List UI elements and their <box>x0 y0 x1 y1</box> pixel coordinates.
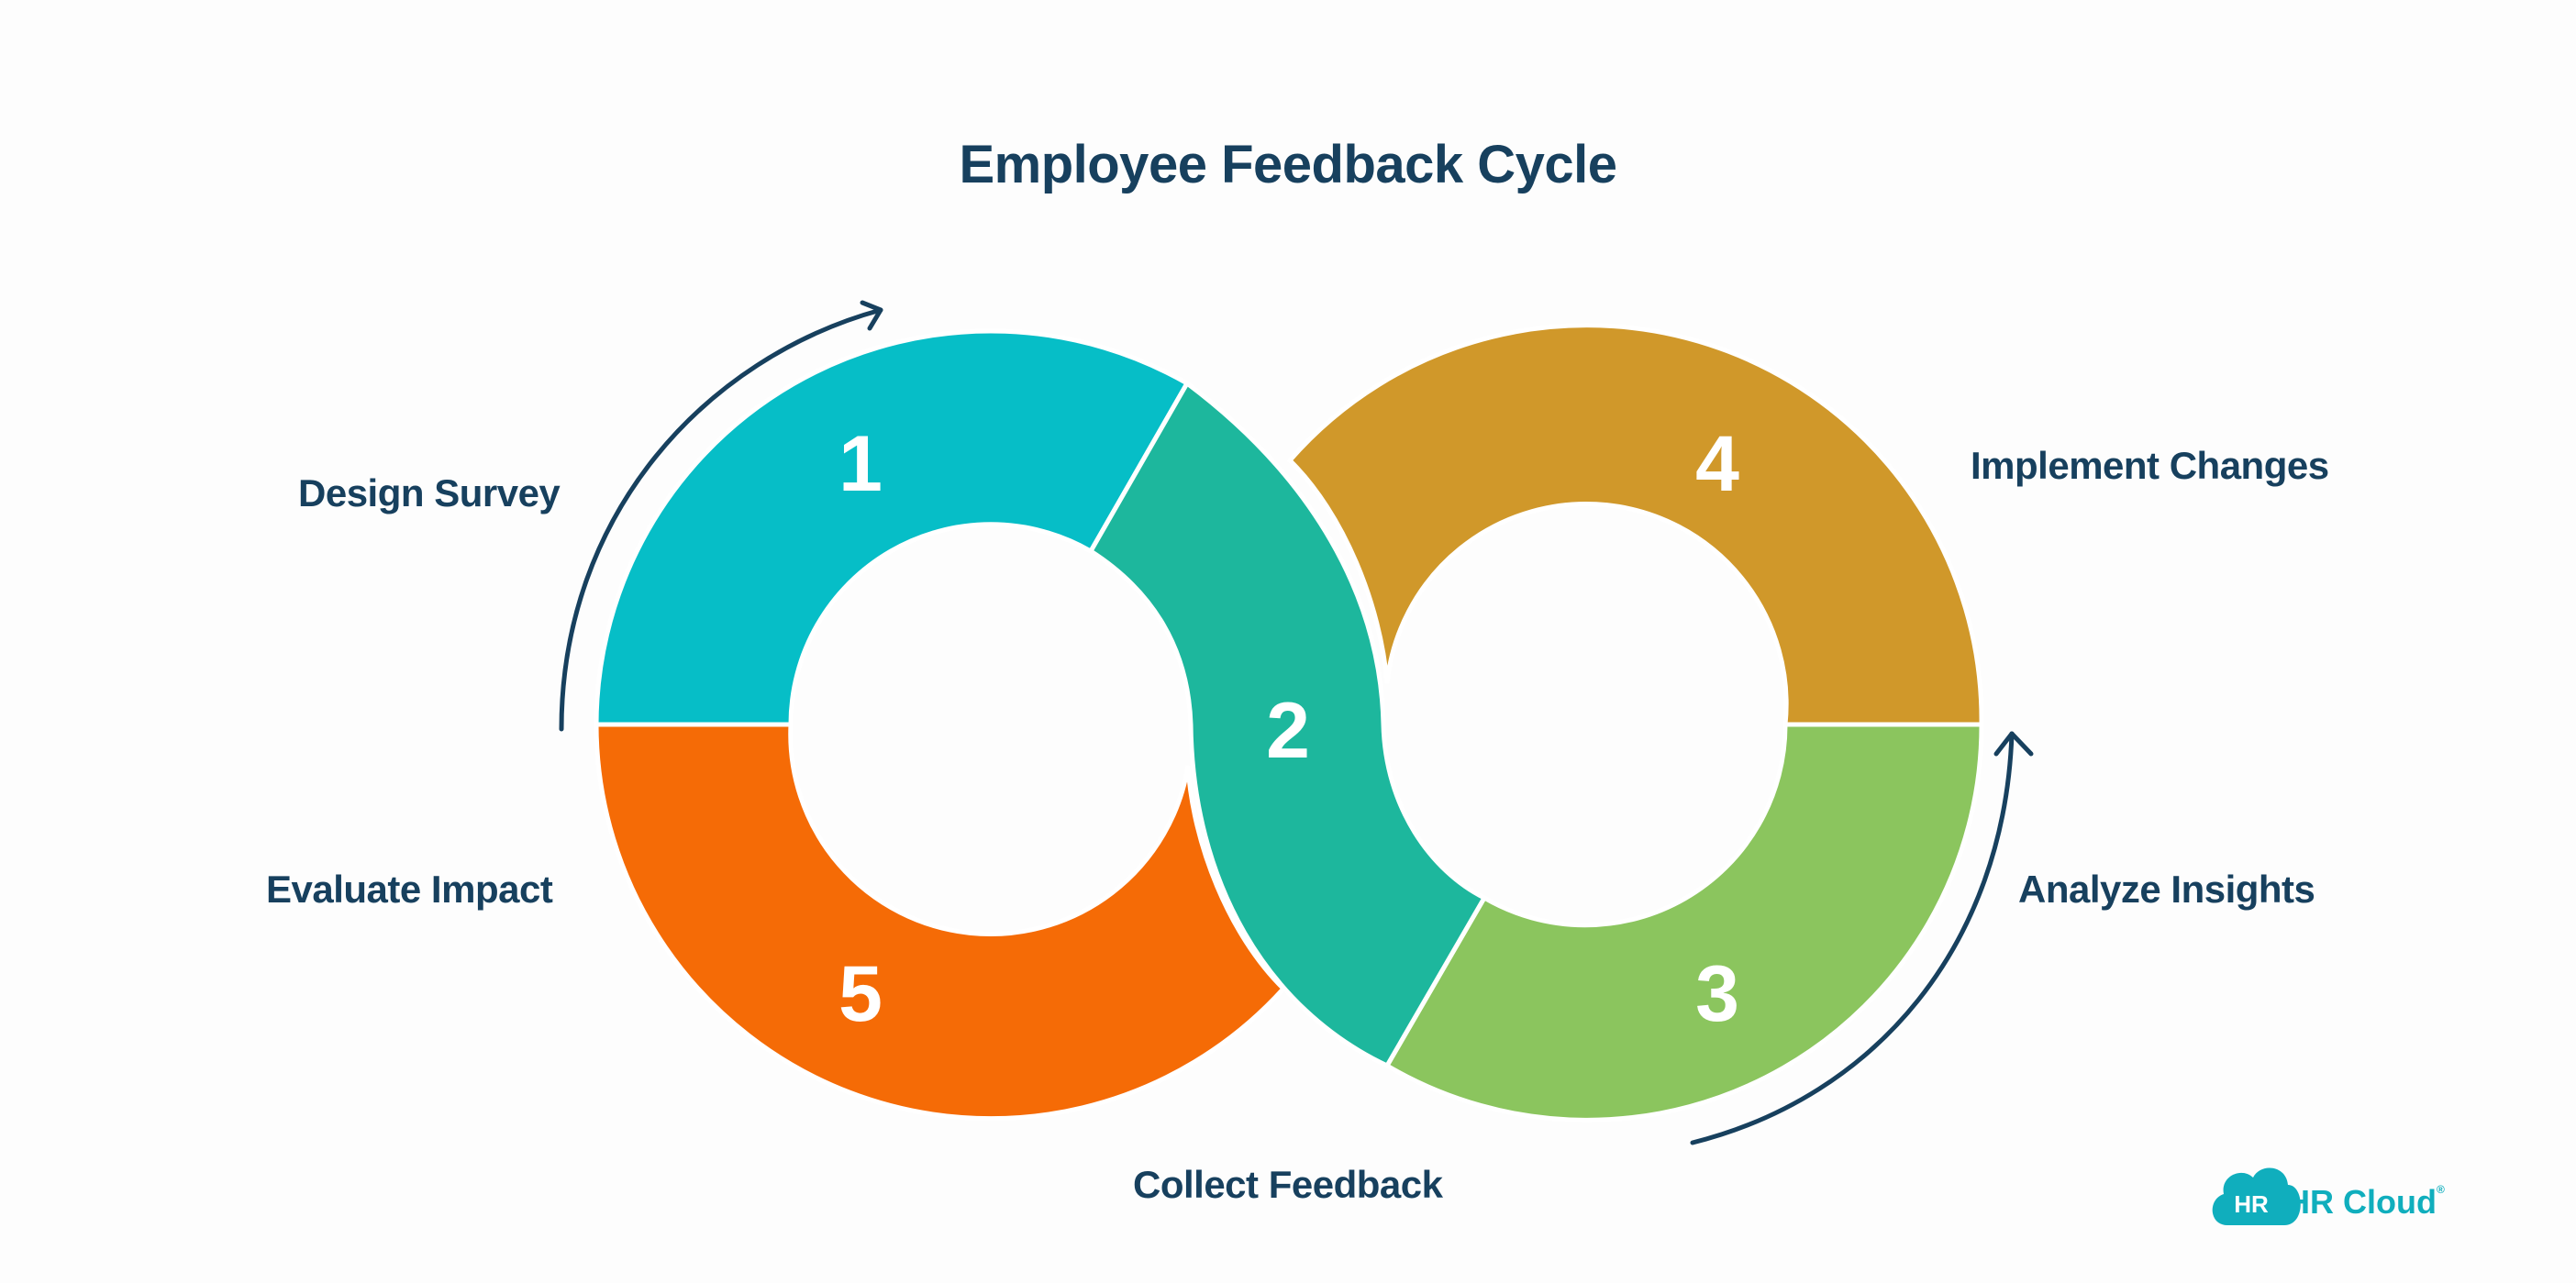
label-evaluate-impact: Evaluate Impact <box>266 868 553 911</box>
arrowhead-icon <box>1993 731 2034 757</box>
cycle-arrow-top-left <box>559 300 883 732</box>
step-number-2: 2 <box>1266 687 1310 775</box>
logo-wordmark: HR Cloud® <box>2286 1183 2445 1222</box>
arrowhead-icon <box>860 300 883 331</box>
hr-cloud-logo-icon: HR <box>2212 1167 2301 1225</box>
label-analyze-insights: Analyze Insights <box>2018 868 2315 911</box>
logo-registered-mark: ® <box>2436 1183 2445 1196</box>
cycle-arrow-bottom-right <box>1690 731 2034 1145</box>
label-implement-changes: Implement Changes <box>1971 444 2329 487</box>
label-design-survey: Design Survey <box>298 471 561 514</box>
step-number-5: 5 <box>838 950 883 1038</box>
segment-4-implement-changes <box>1286 323 1984 727</box>
step-number-3: 3 <box>1695 950 1739 1038</box>
segment-5-evaluate-impact <box>594 722 1287 1122</box>
step-number-4: 4 <box>1695 420 1739 508</box>
step-number-1: 1 <box>838 420 883 508</box>
logo-name: HR Cloud <box>2286 1183 2437 1221</box>
segment-1-design-survey <box>594 328 1191 727</box>
logo-badge-text: HR <box>2234 1190 2269 1218</box>
segment-2-collect-feedback <box>1087 380 1488 1069</box>
label-collect-feedback: Collect Feedback <box>1133 1163 1443 1206</box>
segment-3-analyze-insights <box>1383 722 1984 1123</box>
diagram-title: Employee Feedback Cycle <box>959 135 1617 194</box>
